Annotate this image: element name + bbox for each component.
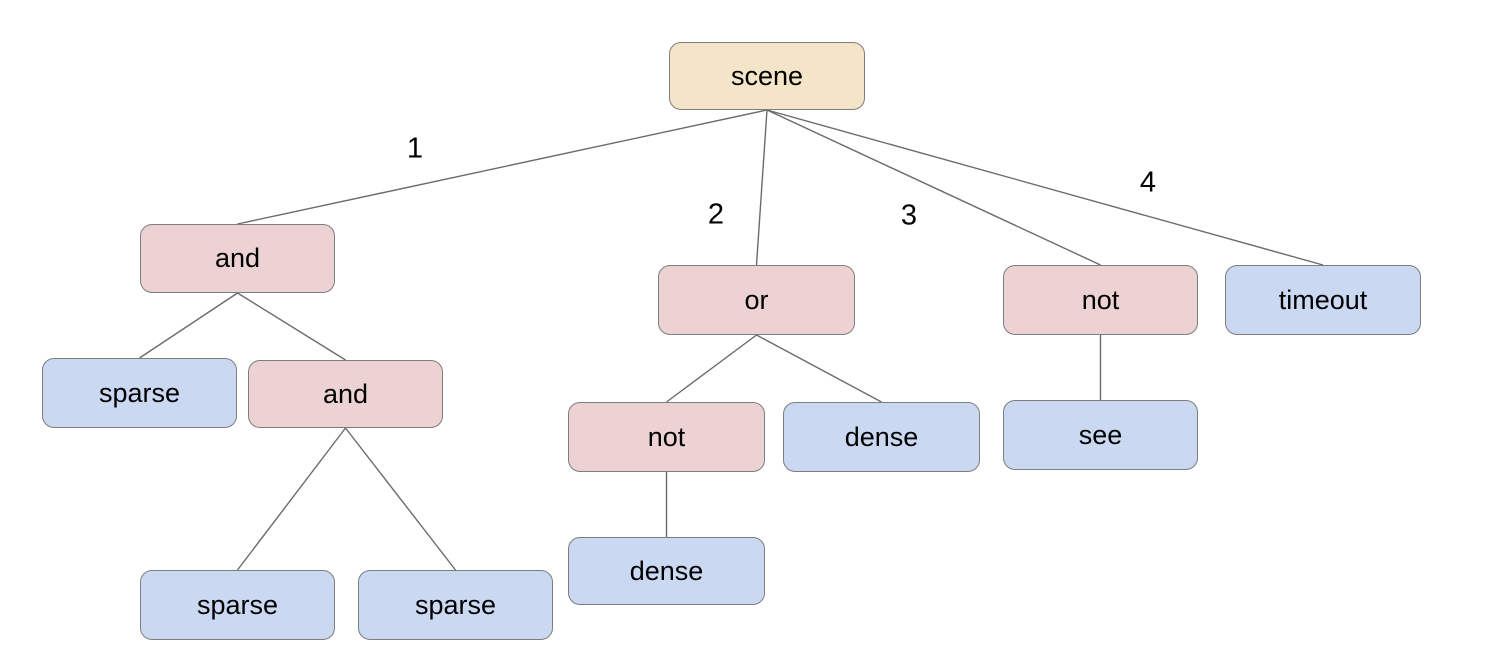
edge-or1-not2 bbox=[666, 334, 757, 403]
edge-or1-dense1 bbox=[756, 334, 882, 403]
node-label: timeout bbox=[1278, 284, 1368, 315]
edge-label-2: 2 bbox=[707, 198, 725, 231]
node-label: sparse bbox=[196, 589, 279, 620]
node-label: and bbox=[214, 243, 261, 273]
node-not1: not bbox=[1003, 265, 1198, 335]
node-dense1: dense bbox=[783, 402, 980, 472]
node-label: not bbox=[1081, 284, 1120, 315]
node-dense2: dense bbox=[568, 537, 765, 605]
edge-scene-and1 bbox=[237, 109, 768, 225]
node-or1: or bbox=[658, 265, 855, 335]
edge-scene-timeout1 bbox=[766, 109, 1324, 266]
edge-scene-not1 bbox=[766, 109, 1101, 266]
edge-and2-sparse3 bbox=[344, 427, 457, 571]
node-label: dense bbox=[844, 421, 919, 452]
node-label: or bbox=[744, 284, 769, 315]
edge-and1-sparse1 bbox=[139, 292, 238, 359]
node-sparse1: sparse bbox=[42, 358, 237, 428]
edge-and2-sparse2 bbox=[236, 427, 347, 571]
node-label: scene bbox=[730, 60, 804, 91]
node-label: dense bbox=[629, 555, 704, 586]
node-scene: scene bbox=[669, 42, 865, 110]
node-not2: not bbox=[568, 402, 765, 472]
edge-label-4: 4 bbox=[1139, 166, 1157, 199]
edge-label-1: 1 bbox=[406, 132, 424, 165]
edge-and1-and2 bbox=[237, 292, 346, 361]
node-label: sparse bbox=[414, 589, 497, 620]
node-and1: and bbox=[140, 224, 335, 293]
node-see1: see bbox=[1003, 400, 1198, 470]
node-label: and bbox=[322, 378, 369, 409]
node-label: not bbox=[647, 421, 686, 452]
node-label: see bbox=[1078, 419, 1123, 450]
node-label: sparse bbox=[98, 377, 181, 408]
node-sparse3: sparse bbox=[358, 570, 553, 640]
node-sparse2: sparse bbox=[140, 570, 335, 640]
edge-scene-or1 bbox=[755, 109, 768, 266]
edge-label-3: 3 bbox=[900, 199, 918, 232]
node-and2: and bbox=[248, 360, 443, 428]
node-timeout1: timeout bbox=[1225, 265, 1421, 335]
